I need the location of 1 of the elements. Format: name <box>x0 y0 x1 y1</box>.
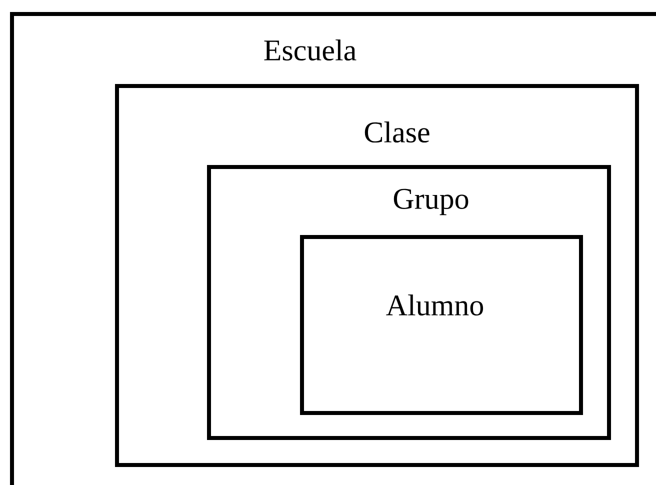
nested-box: Alumno <box>300 235 583 415</box>
